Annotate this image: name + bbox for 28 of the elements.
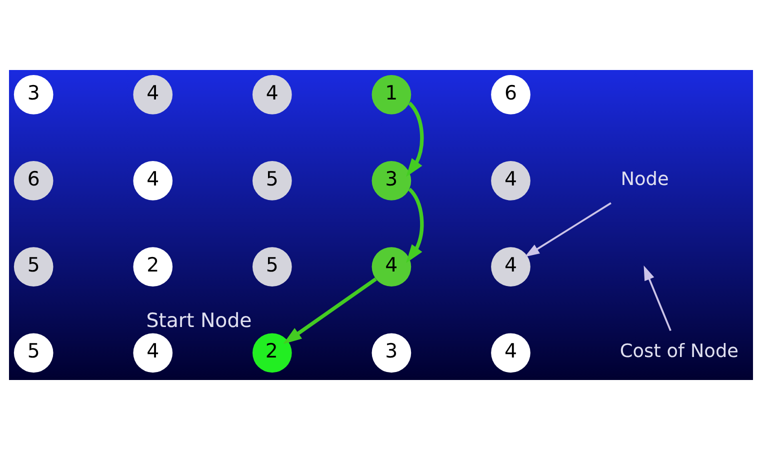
arrow <box>643 266 671 332</box>
node-circle: 1 <box>371 74 411 114</box>
node-circle: 2 <box>132 247 172 286</box>
node-circle: 4 <box>132 333 172 373</box>
node-label: Start Node <box>146 308 252 332</box>
node-circle: 6 <box>13 161 53 200</box>
node-text: Cost of Node <box>619 341 738 362</box>
node-circle: 2 <box>252 333 292 373</box>
node-circle: 4 <box>490 161 530 200</box>
node-circle: 3 <box>371 161 411 200</box>
node-circle: 4 <box>371 247 411 286</box>
node-circle: 3 <box>371 333 411 373</box>
node-circle: 4 <box>132 161 172 200</box>
node-circle: 5 <box>13 333 53 373</box>
arrow <box>406 102 424 177</box>
node-circle: 5 <box>252 161 292 200</box>
node-circle: 5 <box>13 247 53 286</box>
arrow <box>524 202 611 257</box>
node-circle: 4 <box>490 247 530 286</box>
node-circle: 4 <box>252 74 292 114</box>
node-circle: 5 <box>252 247 292 286</box>
node-circle: 4 <box>490 333 530 373</box>
node-circle: 6 <box>490 74 530 114</box>
arrow <box>406 188 424 263</box>
node-circle: 4 <box>132 74 172 114</box>
arrow <box>282 277 376 344</box>
node-text: Node <box>620 169 668 190</box>
node-circle: 3 <box>13 74 53 114</box>
